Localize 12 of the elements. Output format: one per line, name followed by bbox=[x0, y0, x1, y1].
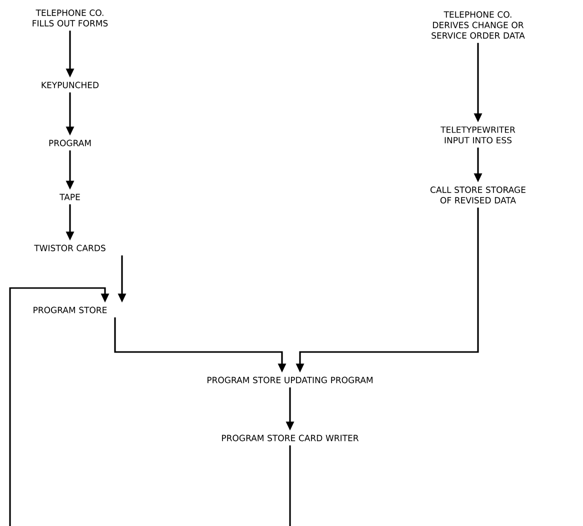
step-label: TELEPHONE CO. DERIVES CHANGE OR SERVICE ORDER DATA bbox=[432, 11, 525, 39]
step-label: TELETYPEWRITER INPUT INTO ESS bbox=[440, 126, 516, 144]
step-label: PROGRAM bbox=[49, 140, 91, 146]
step-label: TAPE bbox=[60, 194, 80, 200]
arrow bbox=[9, 287, 110, 526]
step-label: PROGRAM STORE bbox=[34, 306, 107, 314]
step-label: TELEPHONE CO. FILLS OUT FORMS bbox=[32, 10, 108, 26]
step-label: KEYPUNCHED bbox=[42, 82, 99, 88]
step-label: CALL STORE STORAGE OF REVISED DATA bbox=[430, 186, 526, 204]
step-label: PROGRAM STORE CARD WRITER bbox=[222, 434, 359, 442]
step-label: TWISTOR CARDS bbox=[34, 244, 106, 252]
step-label: PROGRAM STORE UPDATING PROGRAM bbox=[208, 376, 372, 384]
